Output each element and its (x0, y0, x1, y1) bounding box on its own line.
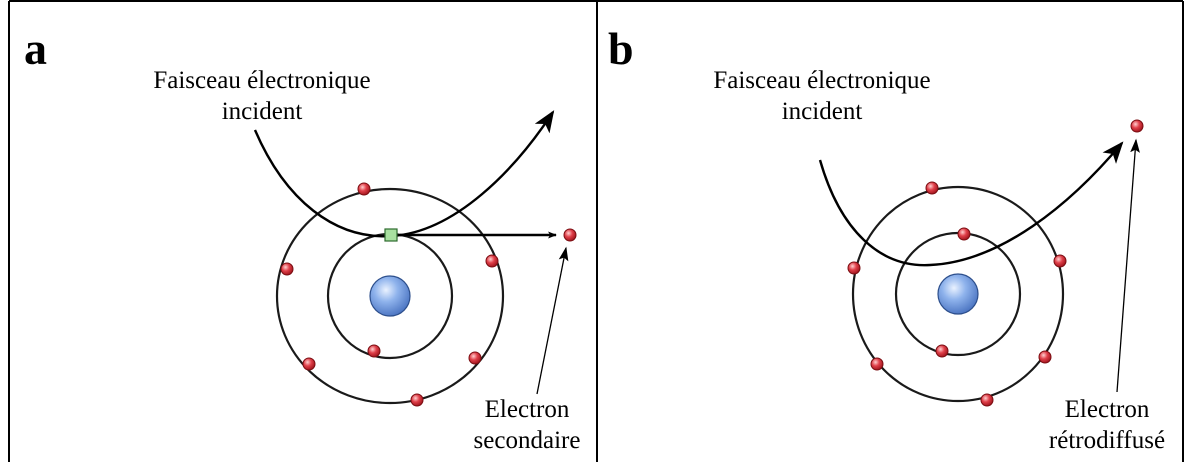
panel-b-electron (957, 227, 971, 241)
panel-b-electron-label-line2: rétrodiffusé (1049, 427, 1165, 454)
panel-b-beam-label-line1: Faisceau électronique (713, 67, 930, 94)
panel-a-electron (468, 351, 482, 365)
panel-b-electron-label-line1: Electron (1065, 396, 1150, 423)
figure-border (8, 0, 1184, 462)
panel-a-letter: a (24, 23, 47, 74)
panel-b-electron (847, 261, 861, 275)
panel-a-beam-label-line2: incident (222, 98, 303, 125)
panel-b-electron (1053, 254, 1067, 268)
panel-b-beam-label-line2: incident (782, 98, 863, 125)
panel-b-electron (980, 393, 994, 407)
panel-a-secondary-electron (563, 228, 577, 242)
panel-a-electron (280, 262, 294, 276)
panel-b-letter: b (608, 23, 634, 74)
panel-b-electron (925, 181, 939, 195)
panel-a-nucleus (369, 275, 411, 317)
panel-a-electron (485, 254, 499, 268)
panel-b-nucleus (937, 273, 979, 315)
panel-a-electron (357, 182, 371, 196)
panel-b-incident-beam-path (818, 141, 1124, 267)
panel-a: a Faisceau électronique incident Electro… (24, 23, 580, 454)
panel-a-incident-beam-path (253, 110, 555, 238)
panel-a-label-pointer (536, 246, 569, 395)
panel-a-outer-orbit (275, 187, 505, 405)
panel-a-electron-label-line2: secondaire (474, 427, 581, 454)
panel-b-electron (870, 357, 884, 371)
panel-a-vacancy-site (384, 228, 398, 242)
panel-b-label-pointer (1116, 138, 1140, 393)
panel-a-beam-label-line1: Faisceau électronique (153, 67, 370, 94)
panel-b-outer-orbit (851, 185, 1065, 403)
panel-a-electron (410, 393, 424, 407)
panel-a-electron-label-line1: Electron (485, 396, 570, 423)
panel-b-electron (935, 344, 949, 358)
panel-a-electron (367, 344, 381, 358)
panel-b-backscattered-electron (1130, 119, 1144, 133)
panel-b: b Faisceau électronique incident Electro… (608, 23, 1165, 454)
panel-b-electron (1038, 350, 1052, 364)
panel-a-electron (302, 357, 316, 371)
